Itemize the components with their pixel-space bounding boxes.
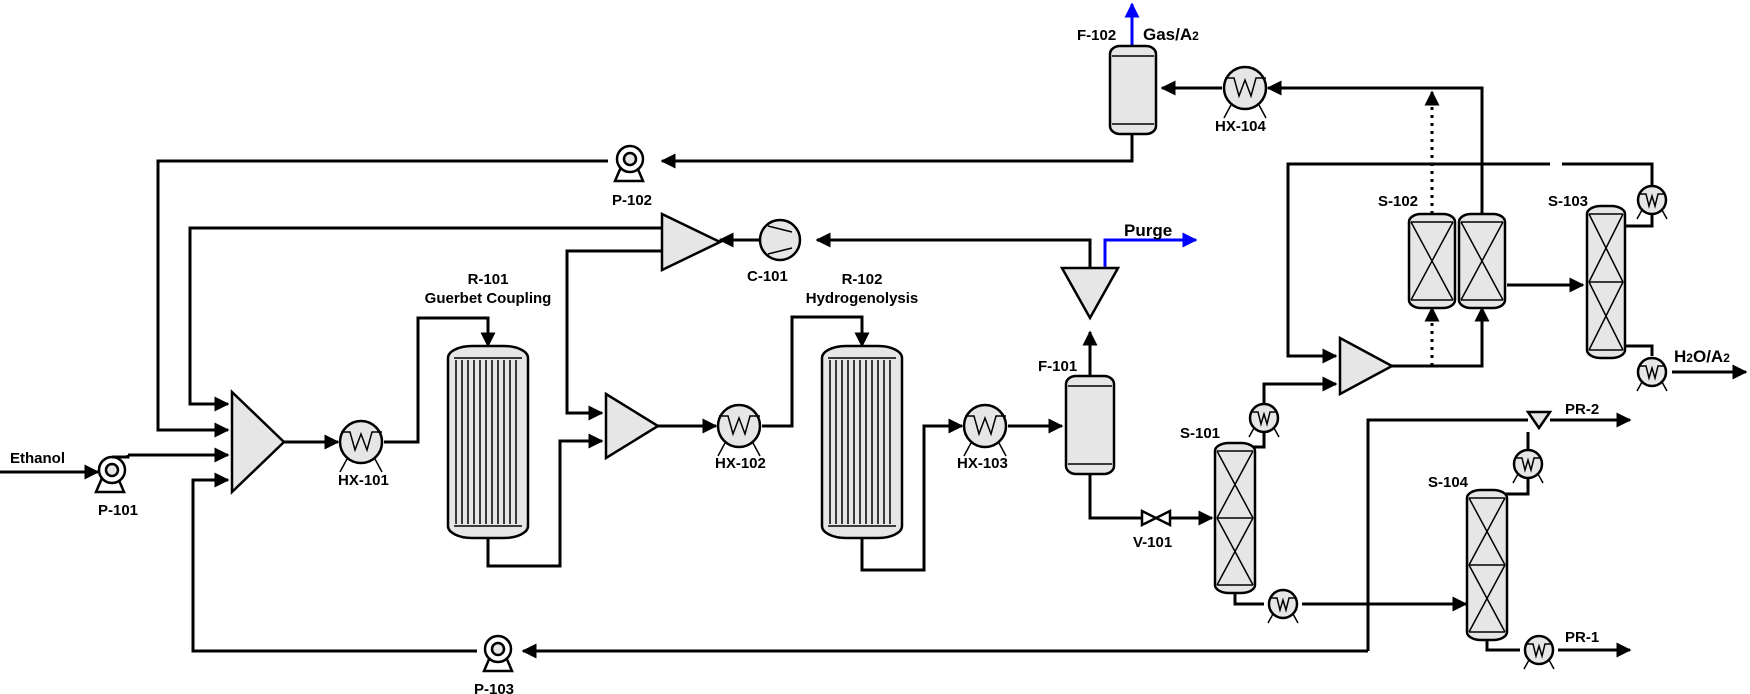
water-out-label: H2O/A2 [1674, 347, 1730, 366]
mixer-3 [1338, 335, 1395, 397]
gas-splitter [660, 212, 723, 272]
pr1-label: PR-1 [1565, 629, 1599, 646]
compressor-c101 [758, 218, 802, 262]
purge-line [1103, 232, 1198, 268]
adsorber-s102 [1407, 212, 1507, 310]
p102-recycle-line [156, 159, 608, 438]
purge-label: Purge [1124, 221, 1172, 240]
s101-reboiler [1267, 588, 1299, 624]
pump-p101 [94, 455, 130, 494]
v101-label: V-101 [1133, 534, 1172, 551]
s104-condenser [1512, 448, 1544, 484]
f102-label: F-102 [1077, 27, 1116, 44]
gas-recycle-line [188, 226, 662, 412]
purge-splitter [1059, 266, 1121, 321]
gas-out-label: Gas/A2 [1143, 25, 1199, 44]
pr2-splitter [1525, 410, 1553, 431]
mixer3-to-s102-line [1392, 306, 1490, 368]
heat-exchanger-hx103 [962, 403, 1008, 457]
f101-to-v101-line [1088, 474, 1142, 520]
column-s103 [1585, 204, 1627, 360]
r101-to-mixer2-line [486, 433, 604, 568]
f102-to-p102-line [660, 134, 1134, 169]
r102-to-hx103-line [860, 418, 964, 572]
pr2-label: PR-2 [1565, 401, 1599, 418]
heat-exchanger-hx104 [1222, 65, 1268, 119]
s102-label: S-102 [1378, 193, 1418, 210]
hx101-to-r101-line [384, 316, 496, 444]
mixer3-to-s102-dotted-line [1392, 306, 1440, 368]
ethanol-label: Ethanol [10, 450, 65, 467]
s103-label: S-103 [1548, 193, 1588, 210]
flash-drum-f102 [1108, 44, 1158, 136]
hx102-to-r102-line [762, 315, 870, 428]
hx104-label: HX-104 [1215, 118, 1267, 135]
gas-to-mixer2-line [565, 249, 662, 421]
r101-desc-label: Guerbet Coupling [425, 290, 552, 307]
f101-label: F-101 [1038, 358, 1077, 375]
s103-overhead-up-line [1562, 162, 1654, 186]
mixer-1 [230, 389, 286, 495]
s103-bottoms-line [1622, 344, 1654, 356]
valve-v101 [1140, 508, 1172, 528]
s104-label: S-104 [1428, 474, 1469, 491]
r101-label: R-101 [468, 271, 509, 288]
s101-label: S-101 [1180, 425, 1220, 442]
pump-p102 [613, 144, 645, 183]
mixer-2 [604, 391, 661, 461]
s103-reboiler [1636, 356, 1668, 392]
stream-lines [0, 2, 1748, 659]
heat-exchanger-hx102 [716, 403, 762, 457]
flash-drum-f101 [1064, 374, 1116, 476]
pump-p103 [482, 634, 514, 673]
column-s104 [1465, 488, 1509, 642]
r102-label: R-102 [842, 271, 883, 288]
p103-recycle-line [191, 472, 477, 653]
mixer3-recycle-in-line [1286, 162, 1550, 364]
hx102-label: HX-102 [715, 455, 766, 472]
s103-overhead-line [1622, 214, 1654, 228]
s102-overhead-line [1266, 80, 1484, 214]
s104-reboiler [1523, 634, 1555, 670]
reactor-r102 [820, 344, 904, 540]
column-s101 [1213, 441, 1257, 595]
r102-desc-label: Hydrogenolysis [806, 290, 919, 307]
s103-condenser [1636, 184, 1668, 220]
c101-label: C-101 [747, 268, 788, 285]
p102-label: P-102 [612, 192, 652, 209]
splitter-to-c101-line [815, 232, 1092, 268]
p103-label: P-103 [474, 681, 514, 694]
s101-overhead-to-mixer3-line [1262, 376, 1338, 404]
heat-exchanger-hx101 [338, 419, 384, 473]
hx103-label: HX-103 [957, 455, 1008, 472]
s101-condenser [1248, 402, 1280, 438]
hx101-label: HX-101 [338, 472, 389, 489]
p101-label: P-101 [98, 502, 138, 519]
labels: Ethanol P-101 P-102 P-103 HX-101 HX-102 … [10, 25, 1730, 694]
pr2-header-line [1366, 418, 1528, 651]
reactor-r101 [446, 344, 530, 540]
